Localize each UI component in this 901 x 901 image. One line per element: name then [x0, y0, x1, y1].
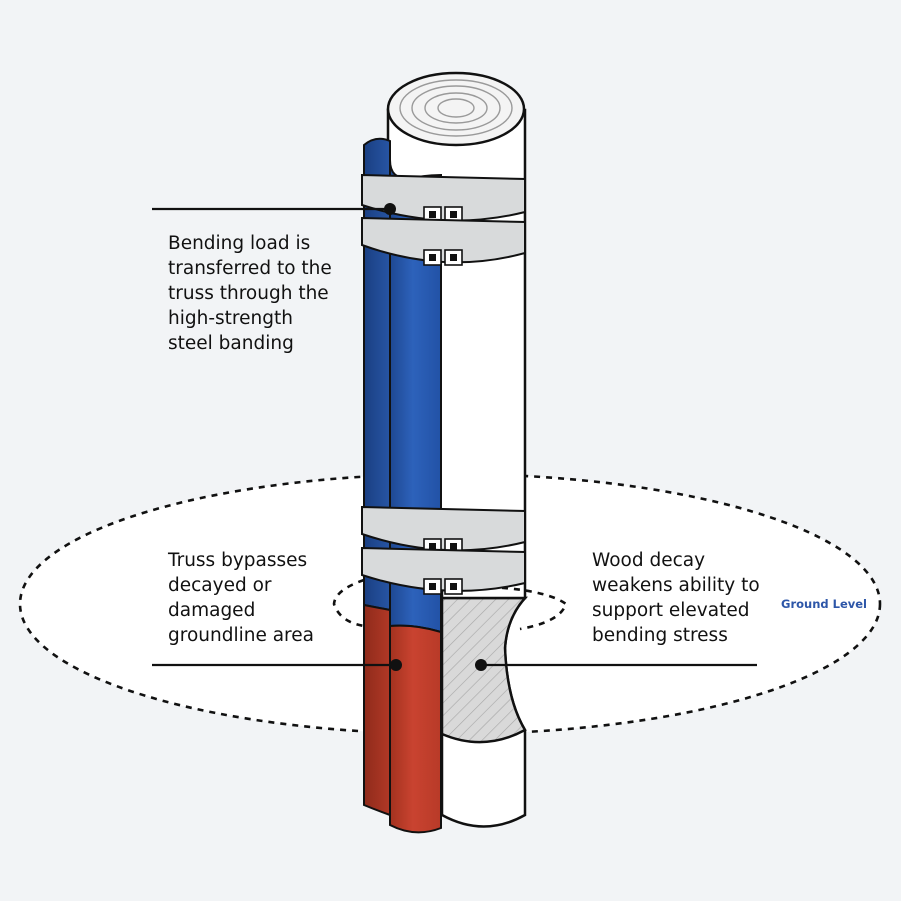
callout-line: Bending load is: [168, 233, 311, 254]
callout-line: high-strength: [168, 308, 293, 329]
callout-line: support elevated: [592, 600, 750, 621]
leader-decay: [475, 659, 757, 671]
callout-steel-banding: Bending load is transferred to the truss…: [168, 231, 332, 356]
callout-line: transferred to the: [168, 258, 332, 279]
steel-band-4: [361, 546, 526, 595]
pole-top: [386, 71, 526, 147]
leader-truss: [152, 659, 402, 671]
callout-line: Wood decay: [592, 550, 706, 571]
callout-line: Truss bypasses: [168, 550, 308, 571]
callout-line: damaged: [168, 600, 256, 621]
ground-level-label: Ground Level: [781, 597, 867, 611]
callout-line: truss through the: [168, 283, 329, 304]
leader-banding: [152, 203, 396, 215]
callout-line: bending stress: [592, 625, 728, 646]
callout-line: decayed or: [168, 575, 272, 596]
tree-rings: [399, 79, 513, 137]
groundline-inner-ellipse-right: [441, 584, 568, 631]
callout-truss-bypass: Truss bypasses decayed or damaged ground…: [168, 548, 314, 648]
callout-line: weakens ability to: [592, 575, 760, 596]
callout-line: groundline area: [168, 625, 314, 646]
callout-wood-decay: Wood decay weakens ability to support el…: [592, 548, 760, 648]
steel-band-2: [361, 216, 526, 266]
truss-front-flange-lower: [389, 624, 442, 834]
groundline-inner-ellipse-left: [332, 578, 365, 628]
truss-back-flange-lower: [363, 603, 391, 817]
callout-line: steel banding: [168, 333, 294, 354]
